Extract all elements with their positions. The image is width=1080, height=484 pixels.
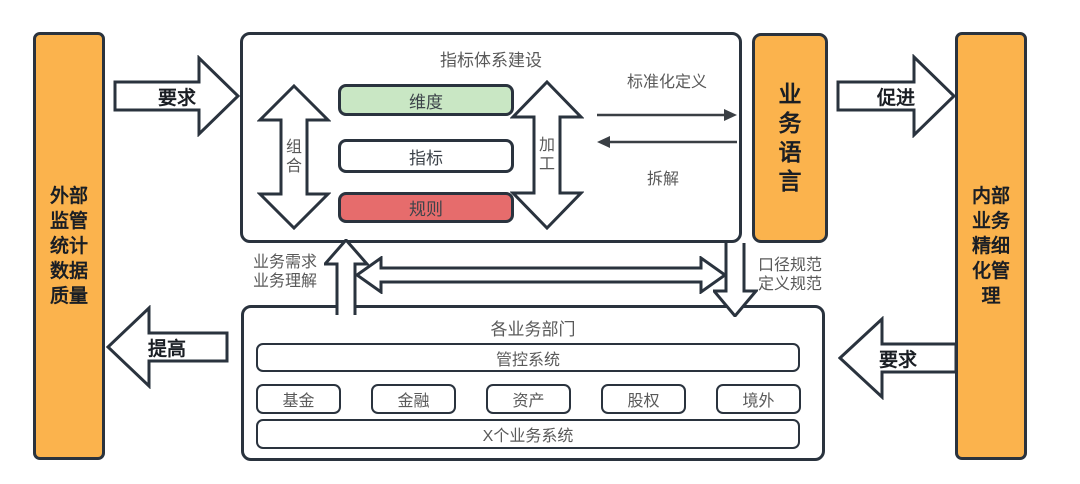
combine-double-arrow: 组 合	[257, 84, 331, 230]
promote-arrow-shape	[836, 54, 956, 138]
decompose-arrow	[596, 134, 738, 150]
combine-label: 组 合	[285, 139, 303, 175]
demand-top-arrow: 要求	[113, 55, 241, 137]
dimension-label: 维度	[409, 92, 443, 112]
dept-node-equity: 股权	[601, 384, 686, 414]
dept-asset-label: 资产	[512, 393, 545, 410]
process-double-arrow-shape	[510, 80, 584, 230]
dept-node-asset: 资产	[486, 384, 571, 414]
dimension-node: 维度	[338, 84, 514, 116]
combine-double-arrow-shape	[257, 84, 331, 230]
down-block-arrow	[713, 243, 758, 317]
indicator-system-title: 指标体系建设	[440, 51, 542, 70]
rule-label: 规则	[409, 200, 443, 219]
dept-node-overseas: 境外	[716, 384, 801, 414]
indicator-node: 指标	[338, 139, 514, 173]
departments-box-title: 各业务部门	[490, 320, 576, 339]
business-language-label: 业 务 语 言	[778, 81, 802, 194]
promote-label: 促进	[876, 87, 915, 109]
business-systems-label: X个业务系统	[482, 428, 574, 445]
horizontal-double-arrow-shape	[356, 256, 726, 294]
demand-top-label: 要求	[157, 87, 196, 109]
standardize-arrow	[596, 107, 738, 123]
external-regulation-label: 外部 监管 统计 数据 质量	[49, 185, 88, 307]
improve-label: 提高	[147, 338, 186, 360]
improve-arrow-shape	[105, 305, 229, 389]
internal-management-bar: 内部 业务 精细 化管 理	[955, 32, 1027, 460]
standardize-arrow-shape	[597, 109, 737, 121]
business-systems-node: X个业务系统	[256, 419, 800, 449]
promote-arrow: 促进	[836, 54, 956, 138]
demand-top-arrow-shape	[113, 55, 241, 137]
indicator-label: 指标	[409, 148, 443, 168]
caliber-spec-label: 口径规范 定义规范	[757, 257, 822, 293]
internal-management-label: 内部 业务 精细 化管 理	[971, 185, 1010, 307]
demand-bottom-label: 要求	[878, 349, 917, 371]
control-system-label: 管控系统	[495, 351, 560, 369]
process-double-arrow: 加 工	[510, 80, 584, 230]
up-block-arrow-shape	[324, 239, 369, 315]
decompose-arrow-shape	[597, 136, 737, 148]
biz-requirement-label: 业务需求 业务理解	[252, 254, 317, 290]
dept-equity-label: 股权	[627, 393, 660, 410]
external-regulation-bar: 外部 监管 统计 数据 质量	[33, 32, 105, 460]
up-block-arrow	[324, 239, 369, 315]
dept-finance-label: 金融	[397, 393, 430, 410]
dept-fund-label: 基金	[282, 393, 315, 410]
dept-node-finance: 金融	[371, 384, 456, 414]
process-label: 加 工	[538, 137, 556, 173]
standardize-label: 标准化定义	[626, 74, 707, 91]
dept-overseas-label: 境外	[742, 393, 775, 410]
demand-bottom-arrow: 要求	[838, 316, 958, 400]
control-system-node: 管控系统	[256, 343, 800, 372]
dept-node-fund: 基金	[256, 384, 341, 414]
business-language-box: 业 务 语 言	[752, 33, 828, 243]
rule-node: 规则	[338, 192, 514, 223]
improve-arrow: 提高	[105, 305, 229, 389]
down-block-arrow-shape	[713, 243, 758, 317]
decompose-label: 拆解	[646, 171, 679, 188]
horizontal-double-arrow	[356, 256, 726, 294]
demand-bottom-arrow-shape	[838, 316, 958, 400]
